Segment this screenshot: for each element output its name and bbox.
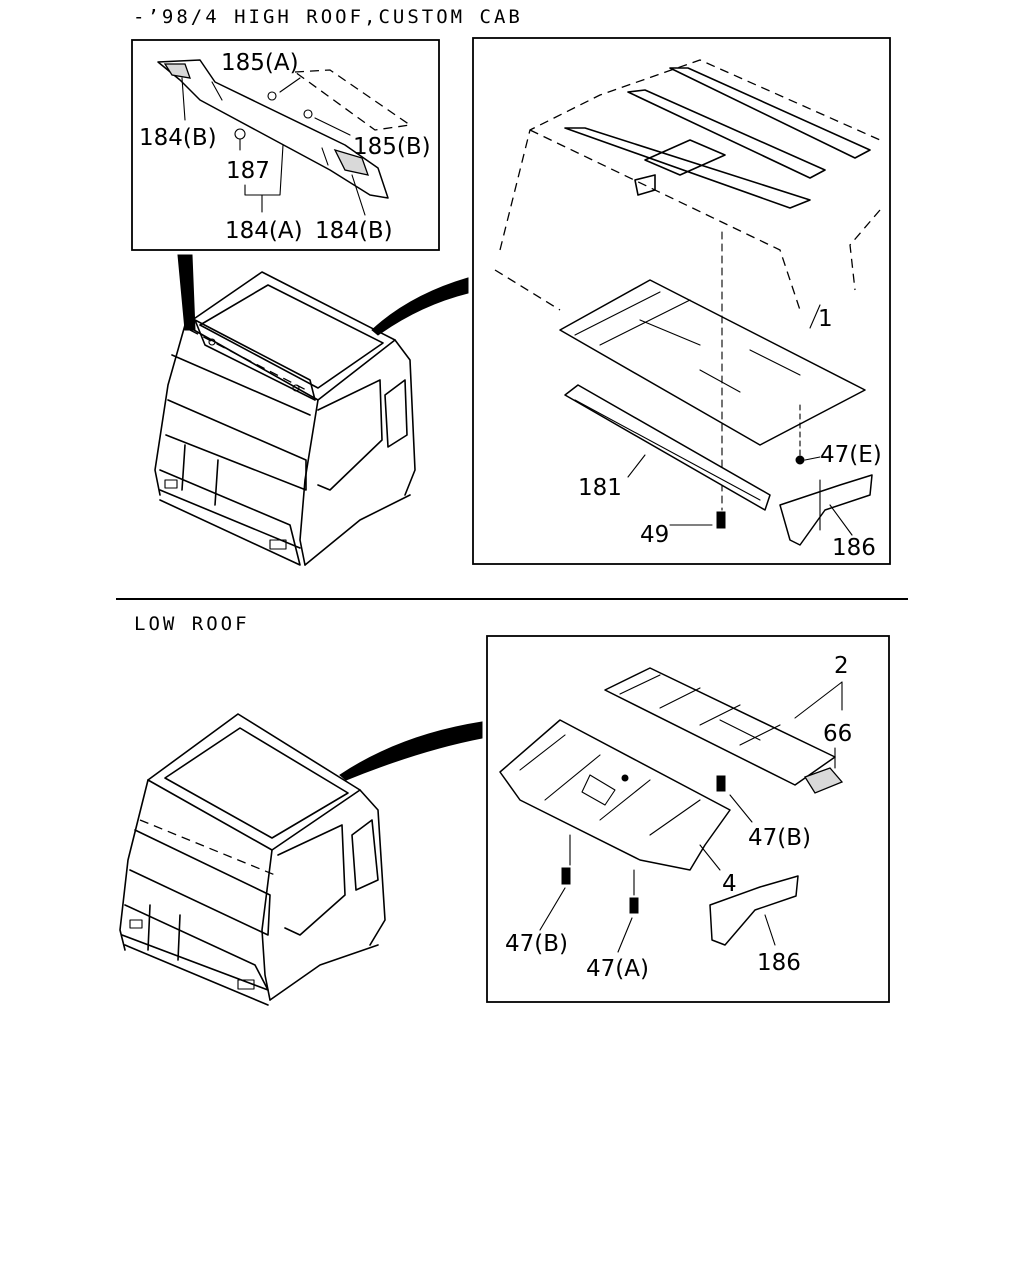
- roof-rail-assembly: [157, 59, 412, 216]
- callout-1: 1: [818, 306, 833, 332]
- callout-187: 187: [226, 158, 270, 184]
- callout-47a: 47(A): [586, 956, 649, 982]
- callout-185b: 185(B): [353, 134, 431, 160]
- callout-184b-right: 184(B): [315, 218, 393, 244]
- section-title-low-roof: LOW ROOF: [134, 613, 250, 635]
- high-roof-headliner-parts: [494, 59, 881, 546]
- callout-186-top: 186: [832, 535, 876, 561]
- callout-49: 49: [640, 522, 669, 548]
- callout-47b-right: 47(B): [748, 825, 811, 851]
- callout-47b-left: 47(B): [505, 931, 568, 957]
- low-roof-cab-illustration: [119, 713, 483, 1006]
- callout-185a: 185(A): [221, 50, 299, 76]
- callout-66: 66: [823, 721, 852, 747]
- callout-4: 4: [722, 871, 737, 897]
- callout-47e: 47(E): [820, 442, 882, 468]
- section-title-high-roof: -’98/4 HIGH ROOF,CUSTOM CAB: [133, 6, 523, 28]
- callout-2: 2: [834, 653, 849, 679]
- callout-186-bottom: 186: [757, 950, 801, 976]
- callout-184b-left: 184(B): [139, 125, 217, 151]
- callout-184a: 184(A): [225, 218, 303, 244]
- low-roof-headliner-parts: [499, 667, 844, 953]
- high-roof-cab-illustration: [154, 254, 469, 566]
- callout-181: 181: [578, 475, 622, 501]
